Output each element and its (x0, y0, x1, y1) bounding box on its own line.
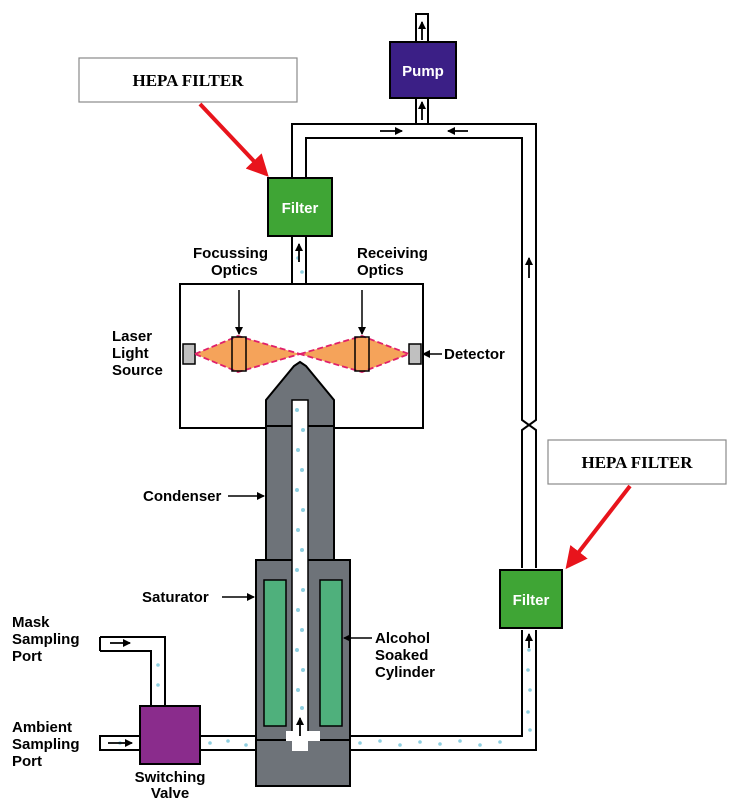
mask-port-label-3: Port (12, 648, 42, 665)
aerosol-channel (291, 399, 309, 741)
alcohol-label-2: Soaked (375, 647, 428, 664)
mask-port-label-1: Mask (12, 614, 50, 631)
filter-right-label: Filter (513, 592, 550, 609)
hepa-callout-top-box (78, 57, 298, 103)
pump: Pump (389, 41, 457, 99)
hepa-arrow-top (198, 102, 269, 177)
hepa-callout-top: HEPA FILTER (78, 57, 298, 177)
ambient-port-label-2: Sampling (12, 736, 80, 753)
nozzle (265, 360, 335, 429)
receiving-optics-label-1: Receiving (357, 245, 428, 262)
hepa-callout-top-text: HEPA FILTER (132, 71, 244, 90)
receiving-lens (354, 336, 370, 372)
switching-valve-label-1: Switching (135, 769, 206, 786)
switching-valve-label-2: Valve (151, 785, 189, 800)
detector-label: Detector (444, 346, 505, 363)
alcohol-label-1: Alcohol (375, 630, 430, 647)
laser-light-source-block (182, 343, 196, 365)
hepa-arrow-right (565, 484, 632, 570)
filter-top: Filter (267, 177, 333, 237)
channel-particles (295, 408, 305, 710)
saturator-label: Saturator (142, 589, 209, 606)
receiving-optics-label-2: Optics (357, 262, 404, 279)
top-loop-outer (291, 123, 537, 568)
focussing-optics-label-1: Focussing (193, 245, 268, 262)
filter-right: Filter (499, 569, 563, 629)
switching-valve: Switching Valve (135, 705, 206, 800)
condenser-label: Condenser (143, 488, 222, 505)
focussing-optics-label-2: Optics (211, 262, 258, 279)
laser-label-3: Source (112, 362, 163, 379)
laser-label-2: Light (112, 345, 149, 362)
ambient-port-label-3: Port (12, 753, 42, 770)
top-loop-inner (305, 137, 531, 568)
mask-port-label-2: Sampling (12, 631, 80, 648)
hepa-callout-right-box (547, 439, 727, 485)
filter-top-label: Filter (282, 200, 319, 217)
labels: Focussing Optics Receiving Optics Laser … (12, 245, 505, 770)
alcohol-label-3: Cylinder (375, 664, 435, 681)
pump-label: Pump (402, 63, 444, 80)
alcohol-cylinder-right (319, 579, 343, 727)
hepa-callout-right-text: HEPA FILTER (581, 453, 693, 472)
hepa-callout-right: HEPA FILTER (547, 439, 727, 570)
laser-label-1: Laser (112, 328, 152, 345)
ambient-port-label-1: Ambient (12, 719, 72, 736)
focussing-lens (231, 336, 247, 372)
alcohol-cylinder-left (263, 579, 287, 727)
detector-block (408, 343, 422, 365)
